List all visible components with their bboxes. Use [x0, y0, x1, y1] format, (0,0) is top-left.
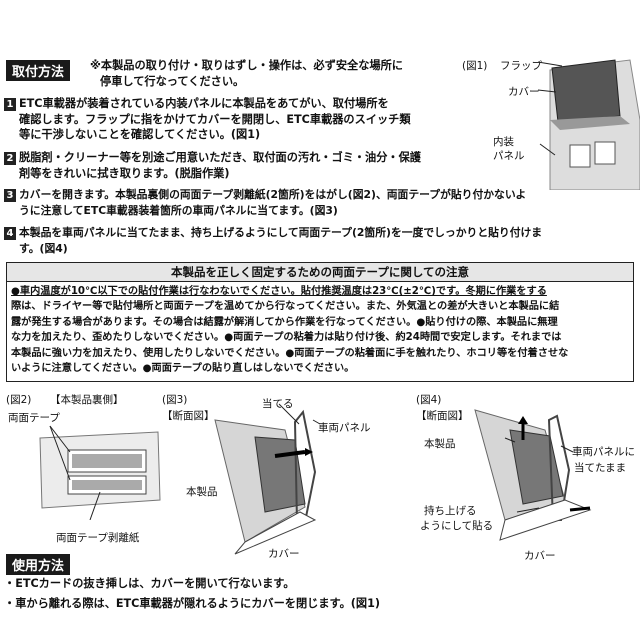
fig1-panel-label-1: 内装	[493, 136, 514, 148]
fig3-product-label: 本製品	[186, 486, 218, 498]
step-3-line-2: うに注意してETC車載器装着箇所の車両パネルに当てます。(図3)	[19, 203, 338, 217]
fig3-subtitle: 【断面図】	[162, 410, 215, 422]
tape-caution-line-1: ●車内温度が10℃以下での貼付作業は行なわないでください。貼付推奨温度は23℃(…	[11, 286, 547, 297]
fig4-product-label: 本製品	[424, 438, 456, 450]
fig3-title: (図3)	[162, 394, 188, 406]
step-1-line-1: ETC車載器が装着されている内装パネルに本製品をあてがい、取付場所を	[19, 97, 389, 110]
fig3-illustration	[214, 403, 321, 555]
usage-line-1: ・ETCカードの抜き挿しは、カバーを開いて行ないます。	[4, 577, 295, 590]
fig4-lift-label-1: 持ち上げる	[424, 505, 477, 517]
fig2-illustration	[39, 425, 161, 520]
tape-caution-box: 本製品を正しく固定するための両面テープに関しての注意 ●車内温度が10℃以下での…	[6, 262, 634, 382]
step-2-line-1: 脱脂剤・クリーナー等を別途ご用意いただき、取付面の汚れ・ゴミ・油分・保護	[19, 151, 421, 164]
tape-caution-line-3: 露が発生する場合があります。その場合は結露が解消してから作業を行なってください。…	[11, 316, 558, 328]
tape-caution-line-5: 本製品に強い力を加えたり、使用したりしないでください。●両面テープの粘着面に手を…	[11, 347, 569, 359]
step-2-line-2: 剤等をきれいに拭き取ります。(脱脂作業)	[19, 166, 230, 180]
fig4-illustration	[474, 409, 592, 541]
step-3-line-1: カバーを開きます。本製品裏側の両面テープ剥離紙(2箇所)をはがし(図2)、両面テ…	[19, 188, 527, 201]
fig2-title: (図2)	[6, 394, 32, 406]
warning-line-1: ※本製品の取り付け・取りはずし・操作は、必ず安全な場所に	[90, 59, 403, 72]
usage-header: 使用方法	[6, 554, 71, 575]
tape-caution-line-2: 際は、ドライヤー等で貼付場所と両面テープを温めてから行なってください。また、外気…	[11, 301, 560, 313]
fig2-subtitle: 【本製品裏側】	[50, 394, 124, 406]
fig1-cover-label: カバー	[508, 86, 540, 98]
tape-caution-title: 本製品を正しく固定するための両面テープに関しての注意	[7, 263, 633, 282]
fig2-tape-label: 両面テープ	[8, 412, 60, 424]
step-1-line-3: 等に干渉しないことを確認してください。(図1)	[19, 128, 261, 141]
fig4-title: (図4)	[416, 394, 442, 406]
fig4-keep-label-1: 車両パネルに	[572, 446, 635, 458]
fig2-release-label: 両面テープ剥離紙	[56, 532, 140, 544]
step-2-number: 2	[4, 152, 16, 165]
usage-line-2: ・車から離れる際は、ETC車載器が隠れるようにカバーを閉じます。(図1)	[4, 597, 381, 610]
fig3-panel-label: 車両パネル	[318, 422, 371, 434]
fig4-subtitle: 【断面図】	[416, 410, 469, 422]
fig3-touch-label: 当てる	[262, 398, 294, 410]
fig4-keep-label-2: 当てたまま	[574, 462, 627, 474]
install-header: 取付方法	[6, 60, 71, 81]
fig1-flap-label: フラップ	[500, 60, 542, 72]
step-3-number: 3	[4, 189, 16, 202]
warning-line-2: 停車して行なってください。	[100, 75, 245, 88]
step-4-number: 4	[4, 227, 16, 240]
step-1-number: 1	[4, 98, 16, 111]
tape-caution-line-6: いように注意してください。●両面テープの貼り直しはしないでください。	[11, 363, 355, 375]
fig1-panel-label-2: パネル	[493, 150, 525, 162]
fig1-title: (図1)	[462, 60, 488, 72]
fig4-lift-label-2: ようにして貼る	[420, 520, 494, 532]
step-4-line-2: す。(図4)	[19, 241, 68, 255]
step-1-line-2: 確認します。フラップに指をかけてカバーを開閉し、ETC車載器のスイッチ類	[19, 112, 411, 126]
fig4-cover-label: カバー	[524, 550, 556, 562]
step-4-line-1: 本製品を車両パネルに当てたまま、持ち上げるようにして両面テープ(2箇所)を一度で…	[19, 226, 543, 239]
fig3-cover-label: カバー	[268, 548, 300, 560]
fig1-illustration	[537, 59, 640, 190]
tape-caution-line-4: な力を加えたり、歪めたりしないでください。●両面テープの粘着力は貼り付け後、約2…	[11, 332, 562, 344]
